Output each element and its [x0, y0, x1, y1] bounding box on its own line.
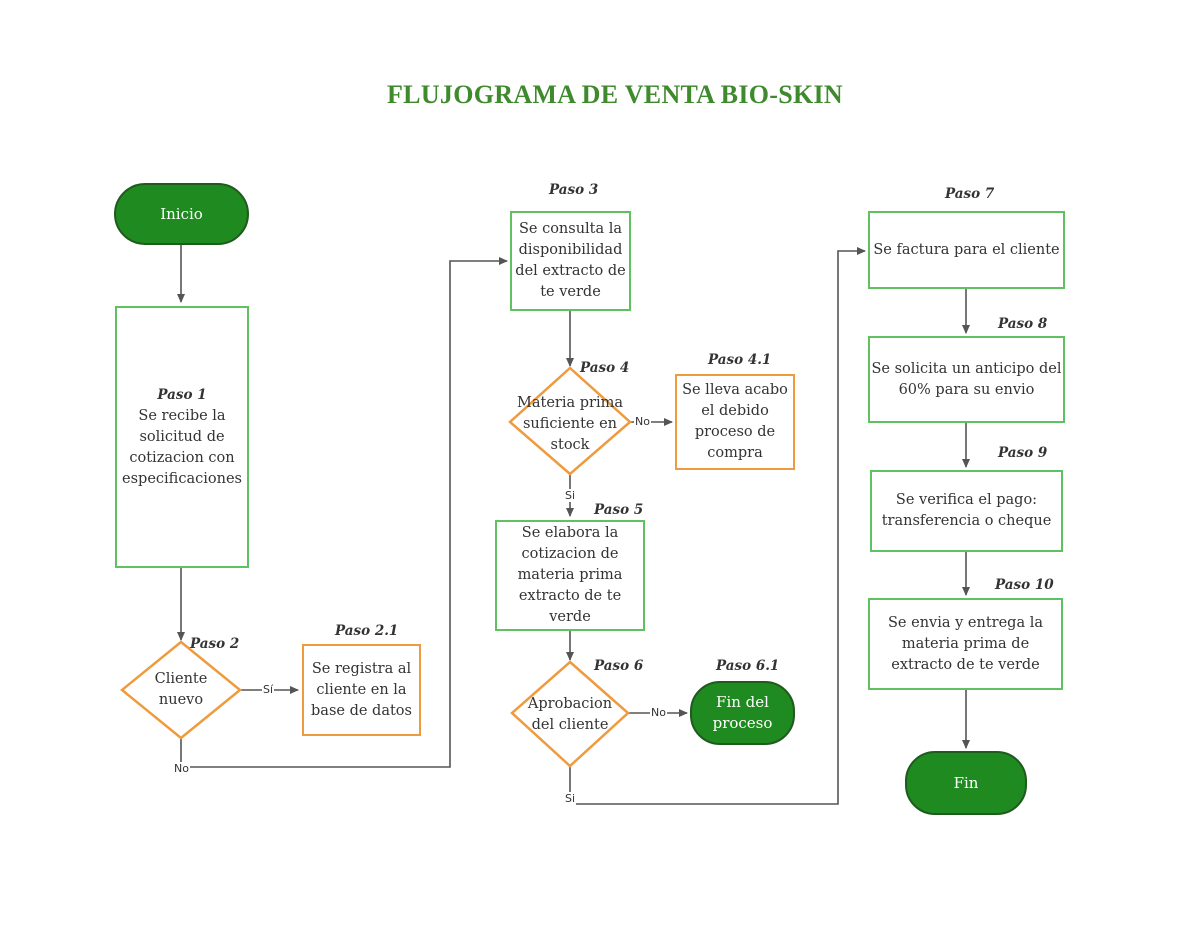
- paso3-box: Se consulta la disponibilidad del extrac…: [510, 211, 631, 311]
- paso10-text: Se envia y entrega la materia prima de e…: [887, 614, 1043, 673]
- paso9-text: Se verifica el pago: transferencia o che…: [881, 492, 1052, 529]
- paso1-label: Paso 1: [157, 386, 207, 403]
- paso41-text: Se lleva acabo el debido proceso de comp…: [682, 382, 788, 461]
- paso21-text: Se registra al cliente en la base de dat…: [311, 660, 412, 719]
- paso41-box: Se lleva acabo el debido proceso de comp…: [675, 374, 795, 470]
- start-text: Inicio: [160, 204, 203, 223]
- paso2-diamond: [120, 640, 242, 740]
- paso3-text: Se consulta la disponibilidad del extrac…: [515, 221, 626, 300]
- paso61-text: Fin del proceso: [712, 693, 773, 732]
- paso21-box: Se registra al cliente en la base de dat…: [302, 644, 421, 736]
- paso21-label: Paso 2.1: [335, 623, 399, 639]
- paso9-box: Se verifica el pago: transferencia o che…: [870, 470, 1063, 552]
- edge-label-paso2-si: Sí: [262, 683, 275, 696]
- paso10-label: Paso 10: [995, 577, 1054, 593]
- end-text: Fin: [953, 773, 979, 792]
- edge-label-paso4-no: No: [634, 415, 651, 428]
- edge-paso6-si: [569, 247, 866, 805]
- paso2-text: Cliente nuevo: [154, 671, 208, 708]
- start-terminal: Inicio: [114, 183, 249, 245]
- paso5-text: Se elabora la cotizacion de materia prim…: [517, 525, 623, 625]
- paso4-text: Materia prima suficiente en stock: [517, 394, 623, 453]
- edge-paso2-no: [180, 257, 508, 768]
- edge-label-paso6-no: No: [650, 706, 667, 719]
- edge-label-paso6-si: Si: [564, 792, 577, 805]
- paso7-box: Se factura para el cliente: [868, 211, 1065, 289]
- paso6-label: Paso 6: [594, 658, 644, 674]
- paso5-label: Paso 5: [594, 502, 644, 518]
- paso5-box: Se elabora la cotizacion de materia prim…: [495, 520, 645, 631]
- paso9-label: Paso 9: [998, 445, 1048, 461]
- paso6-diamond: [510, 660, 630, 768]
- paso7-text: Se factura para el cliente: [873, 241, 1060, 258]
- paso61-terminal: Fin del proceso: [690, 681, 795, 745]
- paso1-text: Se recibe la solicitud de cotizacion con…: [122, 407, 242, 487]
- paso4-label: Paso 4: [580, 360, 630, 376]
- paso6-text: Aprobacion del cliente: [527, 696, 613, 733]
- paso1-box: Paso 1 Se recibe la solicitud de cotizac…: [115, 306, 249, 568]
- paso3-label: Paso 3: [549, 182, 599, 198]
- paso8-text: Se solicita un anticipo del 60% para su …: [871, 360, 1062, 398]
- paso4-diamond: [508, 366, 632, 476]
- edge-label-paso4-si: Si: [564, 489, 577, 502]
- edge-label-paso2-no: No: [173, 762, 190, 775]
- paso8-box: Se solicita un anticipo del 60% para su …: [868, 336, 1065, 423]
- diagram-title: FLUJOGRAMA DE VENTA BIO-SKIN: [387, 80, 843, 109]
- paso61-label: Paso 6.1: [716, 658, 780, 674]
- paso2-label: Paso 2: [190, 636, 240, 652]
- paso7-label: Paso 7: [945, 186, 995, 202]
- paso8-label: Paso 8: [998, 316, 1048, 332]
- end-terminal: Fin: [905, 751, 1027, 815]
- paso10-box: Se envia y entrega la materia prima de e…: [868, 598, 1063, 690]
- paso41-label: Paso 4.1: [708, 352, 772, 368]
